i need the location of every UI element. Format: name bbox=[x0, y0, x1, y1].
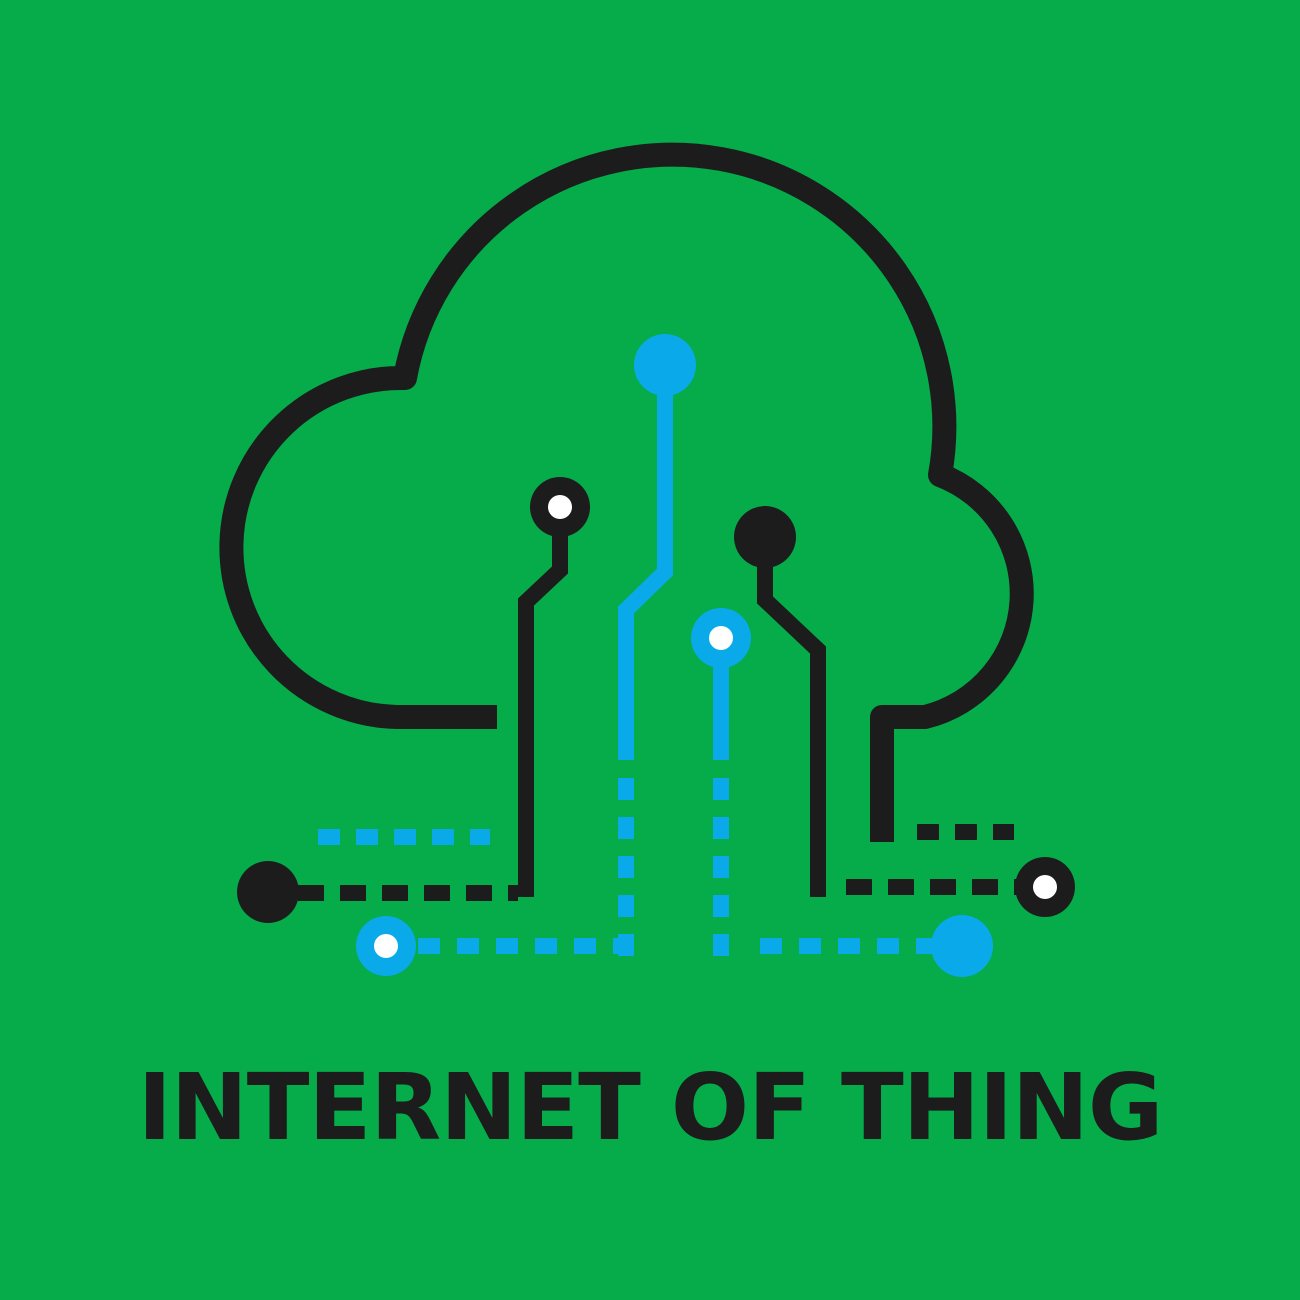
blue-node-ring-left bbox=[356, 916, 416, 976]
dark-trace-left bbox=[518, 535, 568, 897]
dark-node-solid-top bbox=[734, 506, 796, 568]
blue-node-solid-top bbox=[634, 334, 696, 396]
blue-traces bbox=[318, 395, 935, 958]
dark-trace-right bbox=[757, 560, 826, 897]
blue-node-solid-right bbox=[931, 915, 993, 977]
blue-trace-center bbox=[618, 395, 673, 760]
dark-node-ring-right bbox=[1015, 857, 1075, 917]
cloud-outline bbox=[219, 142, 1034, 842]
dark-traces bbox=[298, 535, 1020, 901]
caption-title: INTERNET OF THING bbox=[137, 1054, 1164, 1161]
dark-node-ring-left bbox=[530, 477, 590, 537]
dark-node-solid-left bbox=[237, 861, 299, 923]
blue-node-ring-center bbox=[691, 608, 751, 668]
